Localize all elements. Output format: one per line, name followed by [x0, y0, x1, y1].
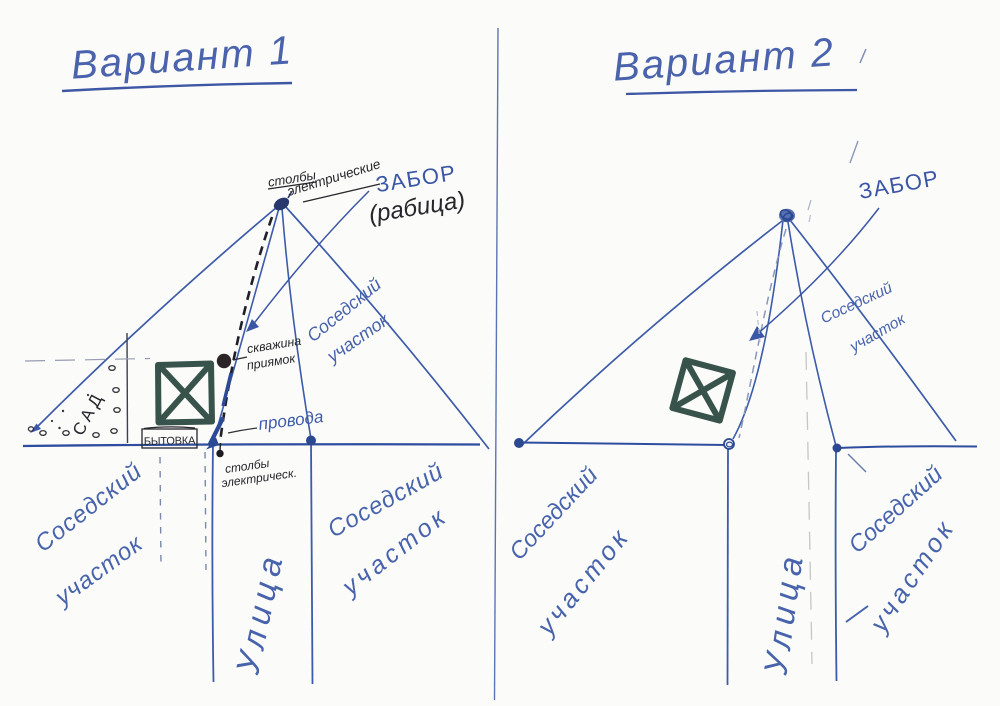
- svg-text:столбы: столбы: [224, 456, 270, 476]
- svg-text:БЫТОВКА: БЫТОВКА: [144, 435, 196, 448]
